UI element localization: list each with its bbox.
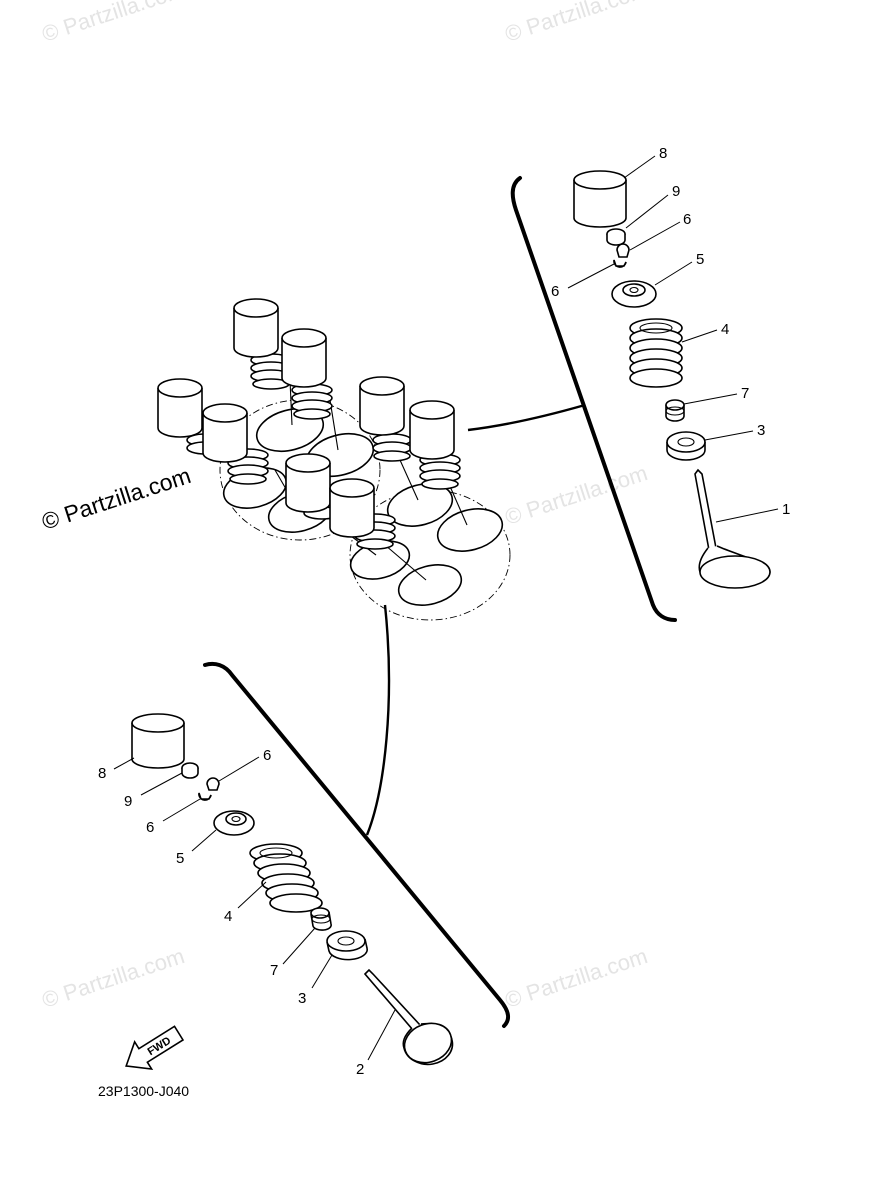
callout-intake-cotter-lower: 6 bbox=[146, 819, 154, 836]
exhaust-stem-seal-icon bbox=[665, 399, 685, 422]
watermark-bottom-left: © Partzilla.com bbox=[39, 943, 188, 1013]
exhaust-cotter-icon bbox=[613, 243, 630, 268]
callout-exhaust-shim: 9 bbox=[672, 183, 680, 200]
exhaust-callouts: 8 9 6 6 5 4 7 3 1 bbox=[551, 145, 790, 523]
exhaust-valve-group: 8 9 6 6 5 4 7 3 1 bbox=[510, 145, 790, 622]
callout-exhaust-spring-seat: 3 bbox=[757, 422, 765, 439]
callout-exhaust-retainer: 5 bbox=[696, 251, 704, 268]
exhaust-spring-icon bbox=[629, 318, 683, 388]
callout-intake-stem-seal: 7 bbox=[270, 962, 278, 979]
callout-intake-tappet: 8 bbox=[98, 765, 106, 782]
watermark-mid-right: © Partzilla.com bbox=[502, 460, 651, 530]
intake-stem-seal-icon bbox=[310, 907, 332, 931]
intake-valve-group: 8 9 6 6 5 4 7 3 2 bbox=[98, 661, 511, 1078]
callout-intake-cotter-upper: 6 bbox=[263, 747, 271, 764]
intake-bracket bbox=[203, 661, 511, 1028]
exhaust-retainer-icon bbox=[611, 280, 657, 308]
callout-exhaust-tappet: 8 bbox=[659, 145, 667, 162]
intake-spring-icon bbox=[249, 843, 323, 913]
exhaust-tappet-icon bbox=[573, 170, 627, 228]
exhaust-shim-icon bbox=[606, 228, 626, 246]
intake-cotter-icon bbox=[198, 777, 220, 801]
intake-shim-icon bbox=[181, 762, 199, 779]
callout-exhaust-stem-seal: 7 bbox=[741, 385, 749, 402]
watermark-top-left: © Partzilla.com bbox=[39, 0, 188, 47]
callout-intake-spring-seat: 3 bbox=[298, 990, 306, 1007]
intake-retainer-icon bbox=[213, 810, 255, 836]
fwd-arrow-icon: FWD bbox=[125, 1025, 185, 1070]
callout-intake-shim: 9 bbox=[124, 793, 132, 810]
intake-spring-seat-icon bbox=[326, 930, 368, 961]
watermark-center-left: © Partzilla.com bbox=[39, 462, 194, 535]
exhaust-spring-seat-icon bbox=[666, 431, 706, 461]
exhaust-valve-icon bbox=[694, 468, 771, 589]
callout-intake-valve: 2 bbox=[356, 1061, 364, 1078]
exhaust-bracket bbox=[510, 176, 677, 622]
connector-exhaust bbox=[467, 403, 586, 432]
diagram-code: 23P1300-J040 bbox=[98, 1083, 189, 1099]
intake-callouts: 8 9 6 6 5 4 7 3 2 bbox=[98, 747, 396, 1078]
watermark-top-right: © Partzilla.com bbox=[502, 0, 651, 47]
callout-exhaust-cotter-lower: 6 bbox=[551, 283, 559, 300]
watermark-bottom-right: © Partzilla.com bbox=[502, 943, 651, 1013]
callout-exhaust-valve: 1 bbox=[782, 501, 790, 518]
callout-exhaust-cotter-upper: 6 bbox=[683, 211, 691, 228]
intake-valve-icon bbox=[363, 968, 454, 1066]
valve-cluster bbox=[157, 298, 511, 621]
callout-intake-retainer: 5 bbox=[176, 850, 184, 867]
cluster-tappets bbox=[157, 298, 455, 538]
callout-intake-spring: 4 bbox=[224, 908, 232, 925]
chamber-outline-2 bbox=[349, 489, 511, 621]
connector-intake bbox=[365, 604, 391, 836]
callout-exhaust-spring: 4 bbox=[721, 321, 729, 338]
intake-tappet-icon bbox=[131, 713, 185, 769]
